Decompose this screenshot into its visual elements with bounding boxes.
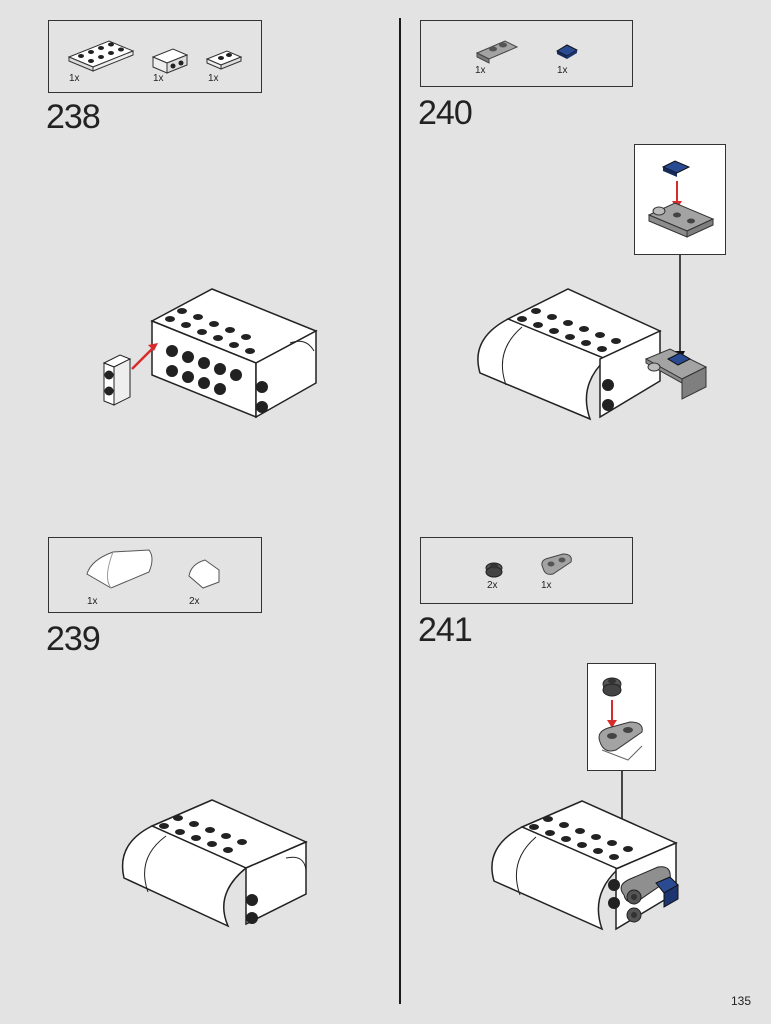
plate-1x2-white-icon	[205, 50, 243, 70]
brick-1x2-studs-side-icon	[151, 48, 189, 74]
step-number-240: 240	[418, 94, 473, 132]
plate-clip-gray-icon	[475, 40, 579, 64]
part-qty: 1x	[87, 596, 98, 607]
part-qty: 2x	[487, 580, 498, 591]
assembly-illustration-step-238	[102, 288, 318, 419]
callout-step-240	[634, 144, 726, 255]
assembly-illustration-step-240	[477, 255, 708, 421]
step-number-239: 239	[46, 620, 101, 658]
callout-step-241	[587, 663, 656, 771]
part-qty: 1x	[475, 65, 486, 76]
callout-illustration	[598, 677, 643, 761]
plate-round-end-gray-icon	[541, 553, 572, 575]
plate-2x4-white-icon	[67, 40, 243, 74]
parts-list-step-240: 1x 1x	[420, 20, 633, 87]
column-divider	[399, 18, 401, 1004]
parts-list-step-241: 2x 1x	[420, 537, 633, 604]
parts-list-step-238: 1x 1x 1x	[48, 20, 262, 93]
curved-slope-white-icon	[86, 549, 220, 589]
assembly-illustration-step-241	[491, 771, 679, 931]
part-qty: 1x	[69, 73, 80, 84]
page-number: 135	[730, 994, 751, 1008]
round-plate-dark-gray-icon	[485, 553, 572, 578]
tile-1x1-blue-icon	[555, 44, 579, 59]
assembly-arrow	[131, 346, 155, 370]
part-qty: 2x	[189, 596, 200, 607]
step-number-238: 238	[46, 98, 101, 136]
assembly-illustration-step-239	[121, 799, 308, 928]
part-qty: 1x	[153, 73, 164, 84]
step-number-241: 241	[418, 611, 473, 649]
parts-list-step-239: 1x 2x	[48, 537, 262, 613]
part-qty: 1x	[557, 65, 568, 76]
callout-illustration	[647, 160, 715, 238]
part-qty: 1x	[208, 73, 219, 84]
part-qty: 1x	[541, 580, 552, 591]
curved-slope-small-white-icon	[188, 559, 220, 589]
